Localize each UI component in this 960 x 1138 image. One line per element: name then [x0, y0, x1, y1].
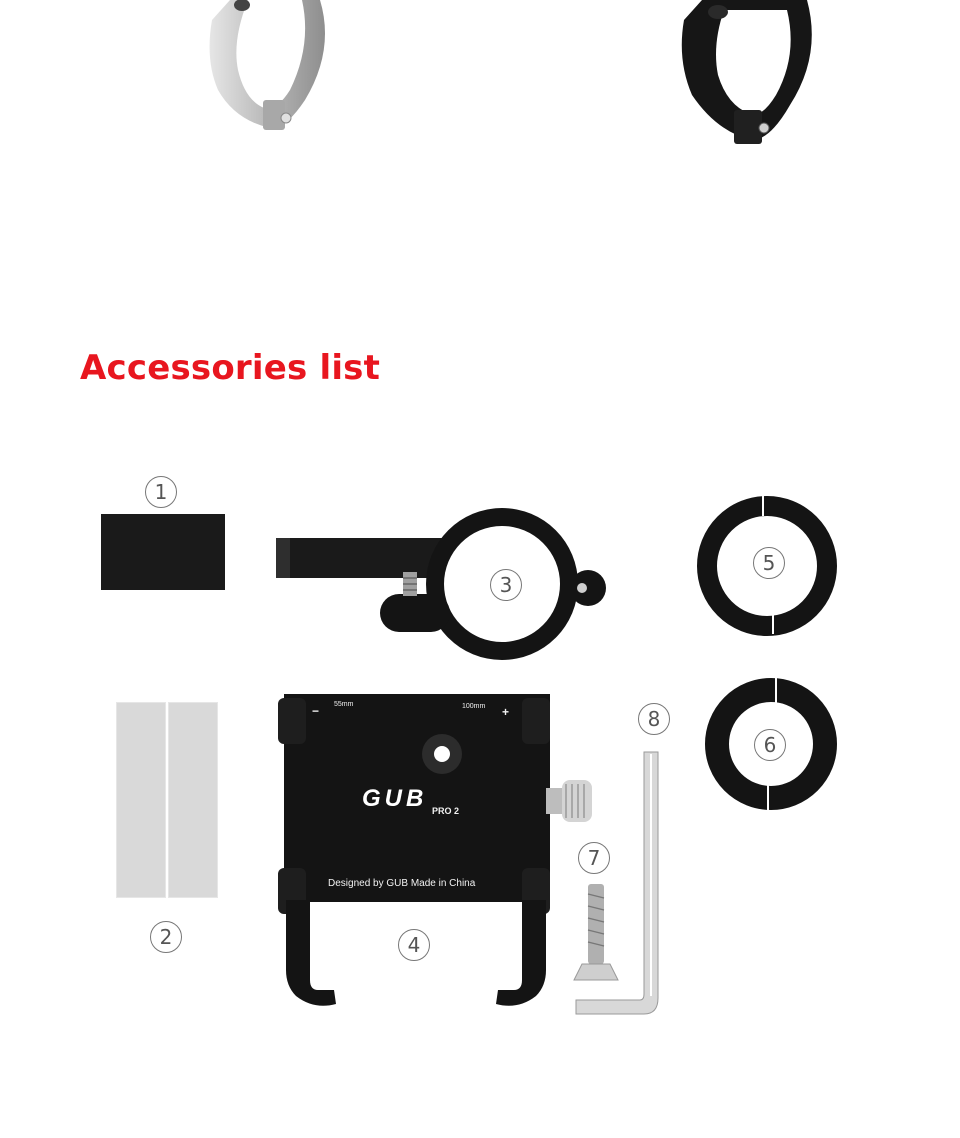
- film-strip-left: [116, 702, 166, 898]
- number-badge-5: 5: [753, 547, 785, 579]
- number-badge-6: 6: [754, 729, 786, 761]
- holder-minus-sign: −: [312, 704, 320, 718]
- black-clamp-image: [681, 0, 812, 144]
- silver-clamp-image: [209, 0, 325, 130]
- holder-width-min-label: 55mm: [334, 701, 354, 708]
- holder-width-max-label: 100mm: [462, 703, 486, 710]
- accessories-heading: Accessories list: [80, 348, 381, 388]
- rubber-ring-5-image: [697, 496, 837, 636]
- number-badge-7: 7: [578, 842, 610, 874]
- rubber-ring-6-image: [705, 677, 837, 811]
- number-badge-3: 3: [490, 569, 522, 601]
- hex-key-image: [575, 751, 659, 1015]
- holder-plus-sign: +: [502, 705, 510, 719]
- holder-model-label: PRO 2: [432, 806, 460, 816]
- holder-tagline: Designed by GUB Made in China: [328, 878, 476, 889]
- number-badge-8: 8: [638, 703, 670, 735]
- rubber-pad-image: [101, 514, 225, 590]
- number-badge-2: 2: [150, 921, 182, 953]
- phone-holder-image: [278, 694, 592, 1006]
- holder-brand-logo: GUB: [362, 785, 428, 812]
- film-strip-right: [168, 702, 218, 898]
- screw-image: [573, 884, 619, 981]
- number-badge-1: 1: [145, 476, 177, 508]
- number-badge-4: 4: [398, 929, 430, 961]
- clamp-arm-image: [276, 508, 606, 660]
